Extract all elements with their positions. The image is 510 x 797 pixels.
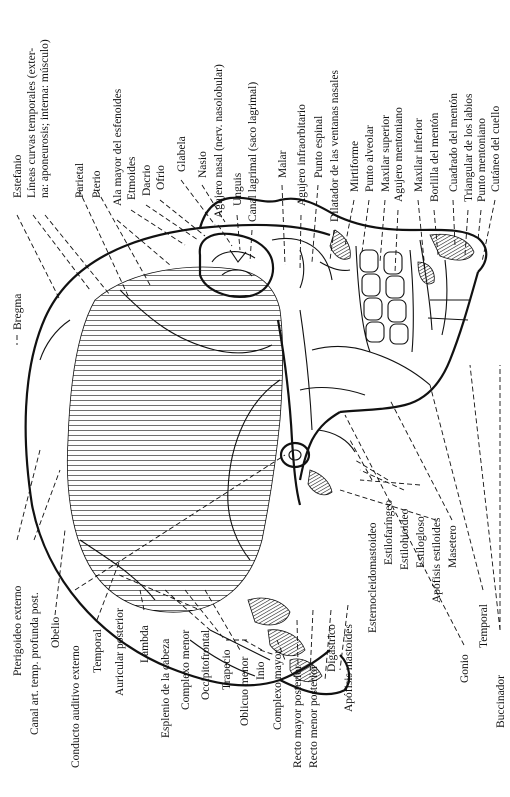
label-bottom: Estilohioideo — [399, 508, 411, 570]
label-bottom: Recto mayor posterior — [292, 665, 304, 768]
label-top: Malar — [277, 150, 289, 178]
label-bottom: Buccinador — [495, 675, 507, 728]
label-bregma: Bregma — [12, 294, 24, 330]
label-bottom: Estilofaríngeo — [383, 500, 395, 565]
label-bottom: Oblicuo menor — [239, 657, 251, 726]
label-top: Cuadrado del mentón — [448, 93, 460, 192]
labels-top: Estefanio Líneas curvas temporales (exte… — [12, 39, 502, 222]
label-top: Punto mentoniano — [476, 118, 488, 202]
label-top: Dacrio — [141, 164, 153, 196]
masseter-area — [300, 346, 430, 395]
label-bottom: Apófisis estiloides — [431, 517, 443, 603]
label-top: Etmoides — [126, 156, 138, 200]
labels-left: Bregma — [12, 294, 24, 345]
label-bottom: Trapecio — [221, 649, 233, 690]
teeth — [356, 246, 413, 352]
label-top: Parietal — [74, 163, 86, 198]
label-top: Canal lagrimal (saco lagrimal) — [247, 82, 259, 222]
label-top: Ala mayor del esfenoides — [112, 88, 124, 206]
label-bottom: Occipitofrontal — [200, 630, 212, 700]
label-bottom: Pterigoideo externo — [12, 585, 24, 676]
temporal-fossa — [67, 267, 282, 612]
sagittal-line — [40, 320, 70, 360]
label-bottom: Canal art. temp. profunda post. — [29, 592, 41, 735]
label-top: na: aponeurosis; interna: músculo) — [39, 39, 51, 198]
label-top: Pterio — [91, 170, 103, 198]
label-bottom: Temporal — [478, 604, 490, 648]
label-bottom: Gonio — [459, 654, 471, 683]
label-bottom: Digástrico — [326, 624, 338, 672]
label-top: Ofrio — [155, 165, 167, 190]
label-top: Dilatador de las ventanas nasales — [329, 69, 341, 222]
label-bottom: Temporal — [92, 629, 104, 673]
label-top: Glabela — [176, 136, 188, 172]
label-top: Mirtiforme — [349, 141, 361, 192]
label-bottom: Esternocleidomastoideo — [367, 522, 379, 633]
label-bottom: Complexo menor — [180, 630, 192, 710]
label-bottom: Complexo mayor — [272, 650, 284, 730]
label-top: Unguis — [232, 172, 244, 206]
label-bottom: Esplenio de la cabeza — [160, 639, 172, 738]
label-bottom: Estilogloso — [415, 516, 427, 568]
mandible-muscles — [418, 234, 474, 335]
zygomatic-arch — [278, 310, 312, 505]
label-bottom: Obelio — [50, 616, 62, 648]
label-bottom: Recto menor posterior — [308, 665, 320, 768]
label-bottom: Lambda — [139, 625, 151, 663]
label-top: Agujero nasal (nerv. nasolobular) — [213, 64, 225, 218]
label-bottom: Masetero — [447, 525, 459, 568]
label-bottom: Auricular posterior — [114, 608, 126, 696]
label-top: Triangular de los labios — [463, 93, 475, 202]
label-top: Maxilar inferior — [413, 118, 425, 192]
label-top: Nasio — [197, 151, 209, 178]
label-top: Agujero mentoniano — [393, 107, 405, 202]
label-top: Borlilla del mentón — [429, 112, 441, 202]
label-top: Cutáneo del cuello — [490, 106, 502, 192]
label-bottom: Conducto auditivo externo — [70, 645, 82, 768]
label-top: Estefanio — [12, 154, 24, 198]
label-top: Maxilar superior — [380, 115, 392, 192]
label-bottom: Inio — [255, 661, 267, 680]
maxilla — [272, 230, 350, 288]
label-bottom: Apófisis mastoides — [343, 624, 355, 712]
label-top: Agujero infraorbitario — [296, 104, 308, 206]
label-top: Punto alveolar — [364, 125, 376, 192]
label-top: Líneas curvas temporales (exter- — [26, 48, 38, 198]
label-top: Punto espinal — [313, 116, 325, 178]
